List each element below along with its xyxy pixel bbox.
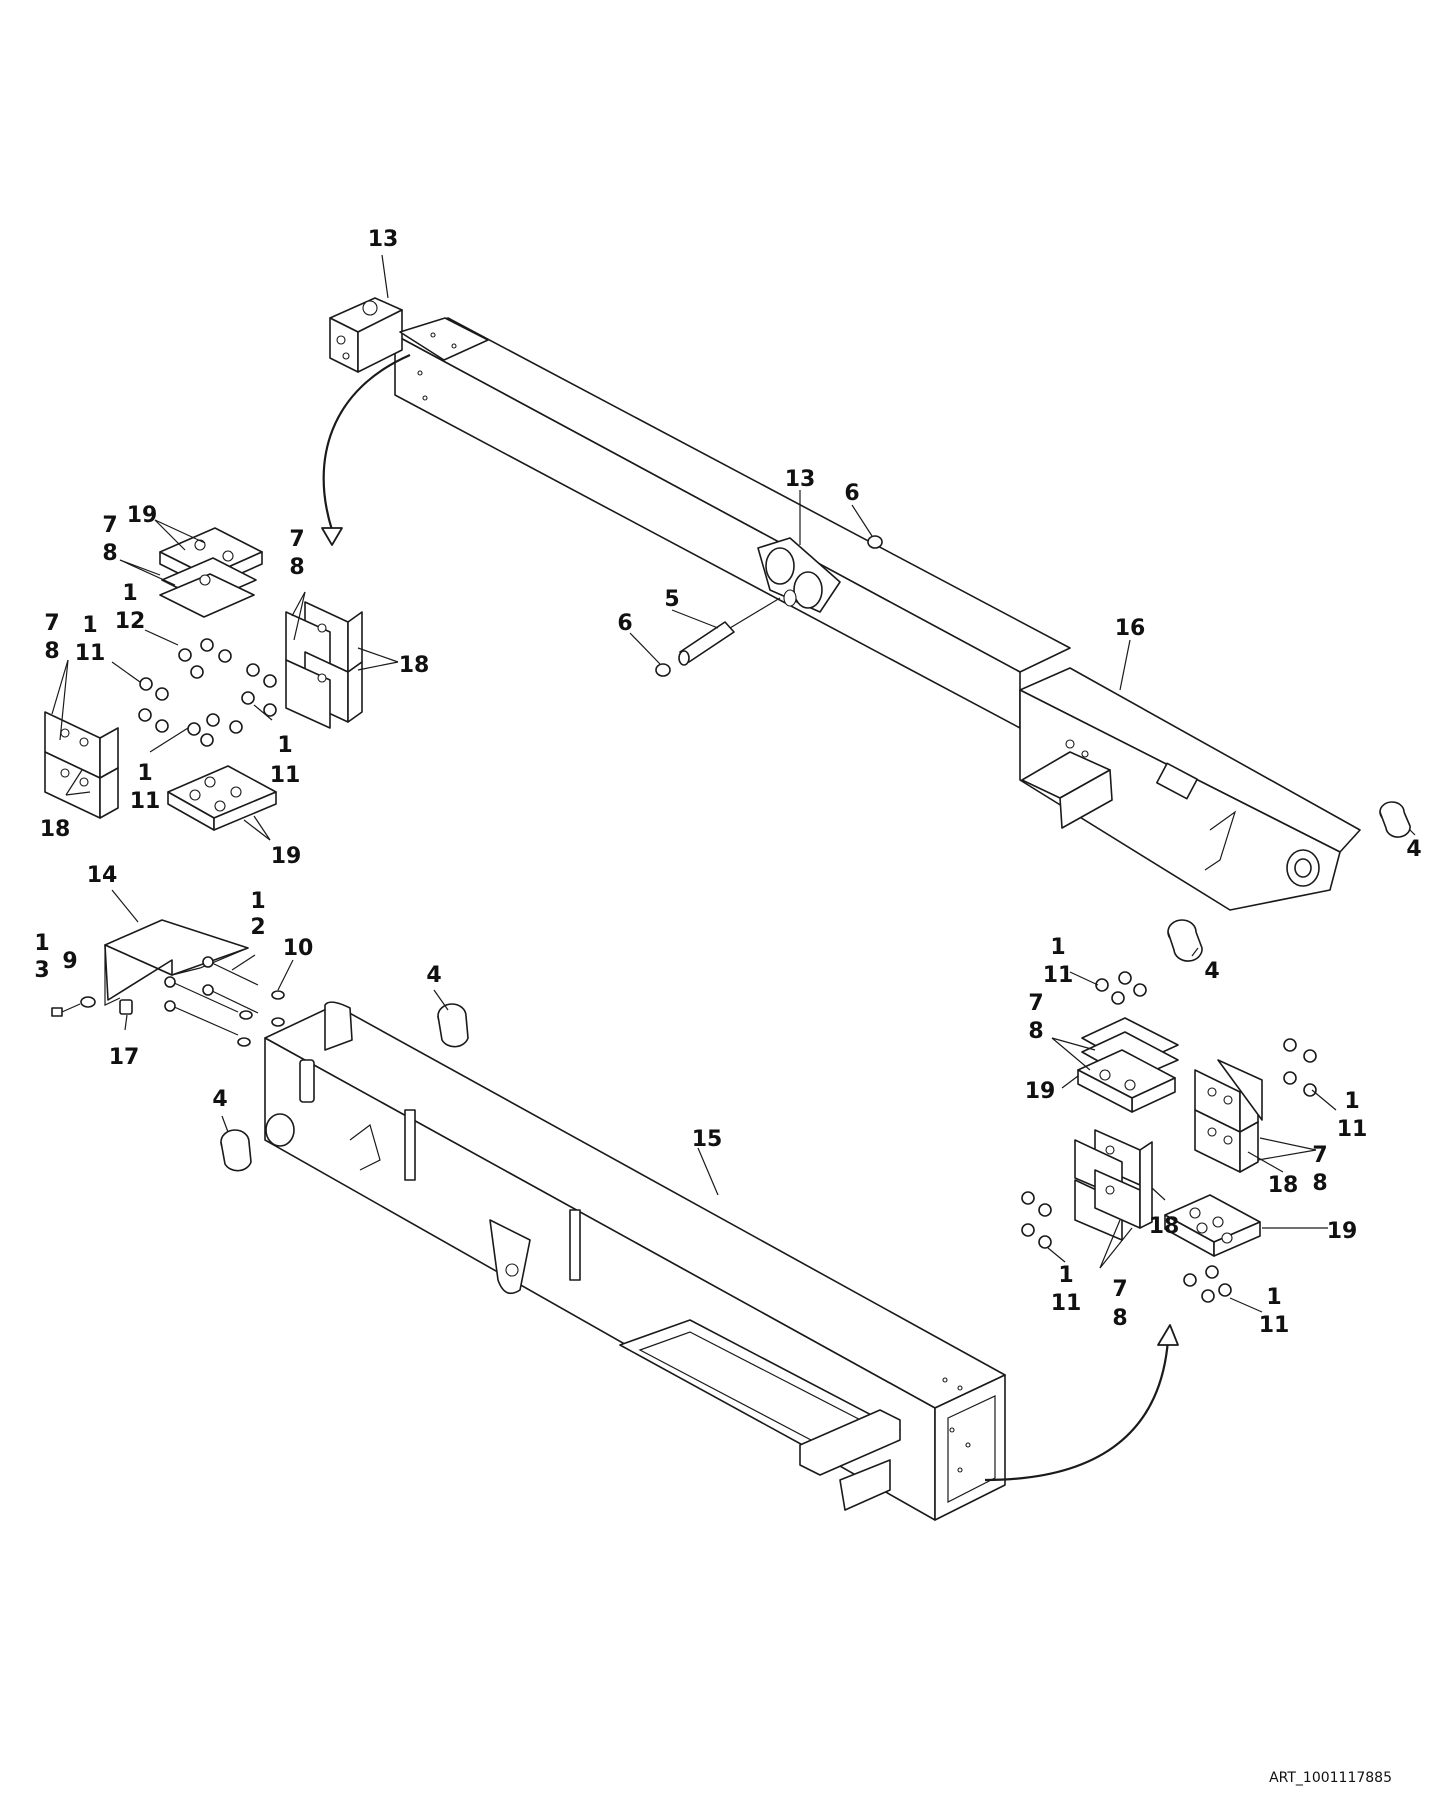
callout-ul-19a: 19 — [127, 503, 158, 528]
bushing-4c — [437, 1003, 469, 1048]
callout-ul-8a: 8 — [102, 541, 117, 566]
callout-ul-11d: 11 — [130, 789, 161, 814]
callout-ul-1b: 1 — [82, 613, 97, 638]
callout-ul-7b: 7 — [289, 527, 304, 552]
bushing-4d — [220, 1129, 252, 1172]
callout-4-boom: 4 — [426, 963, 441, 988]
lower-boom-section — [264, 1001, 1006, 1521]
curved-arrow-upper — [322, 353, 411, 531]
callout-ul-11c: 11 — [270, 763, 301, 788]
callout-ul-18a: 18 — [399, 653, 430, 678]
callout-ul-1c: 1 — [277, 733, 292, 758]
upper-boom-section — [329, 297, 1361, 911]
bolts-2 — [164, 956, 285, 1047]
callout-lr-18b: 18 — [1149, 1214, 1180, 1239]
callout-14: 14 — [87, 863, 118, 888]
retaining-ring-6a — [655, 663, 671, 677]
callout-15: 15 — [692, 1127, 723, 1152]
leader-lines — [51, 254, 1416, 1313]
callout-ul-1a: 1 — [122, 581, 137, 606]
callout-lr-7c: 7 — [1112, 1277, 1127, 1302]
callout-1-screw: 1 — [34, 931, 49, 956]
callout-ul-8b: 8 — [289, 555, 304, 580]
callout-ul-7c: 7 — [44, 611, 59, 636]
callout-lr-1a: 1 — [1050, 935, 1065, 960]
callout-10: 10 — [283, 936, 314, 961]
callout-4-right: 4 — [1406, 837, 1421, 862]
callout-5: 5 — [664, 587, 679, 612]
callout-9: 9 — [62, 949, 77, 974]
callout-ul-12: 12 — [115, 609, 146, 634]
callout-lr-18a: 18 — [1268, 1173, 1299, 1198]
callout-ul-8c: 8 — [44, 639, 59, 664]
callout-lr-11d: 11 — [1259, 1313, 1290, 1338]
callout-lr-19b: 19 — [1327, 1219, 1358, 1244]
callout-lr-8a: 8 — [1028, 1019, 1043, 1044]
callout-ul-1d: 1 — [137, 761, 152, 786]
callout-2: 2 — [250, 915, 265, 940]
callout-6-lower: 6 — [617, 611, 632, 636]
wear-pads-lower-right — [1074, 1017, 1263, 1257]
art-code: ART_1001117885 — [1269, 1770, 1392, 1786]
callout-lr-11b: 11 — [1337, 1117, 1368, 1142]
callout-16: 16 — [1115, 616, 1146, 641]
callout-lr-7a: 7 — [1028, 991, 1043, 1016]
callout-3: 3 — [34, 958, 49, 983]
wear-pads-upper-left — [44, 527, 363, 831]
callout-1-bolts: 1 — [250, 889, 265, 914]
guard-14 — [104, 919, 249, 1015]
callout-lr-11c: 11 — [1051, 1291, 1082, 1316]
bolts-lower-right — [1021, 971, 1317, 1303]
bolts-upper-left — [138, 638, 277, 747]
callout-ul-7a: 7 — [102, 513, 117, 538]
callout-lr-19a: 19 — [1025, 1079, 1056, 1104]
callout-4-left: 4 — [212, 1087, 227, 1112]
bushing-4a — [1379, 801, 1411, 838]
retaining-ring-6b — [867, 535, 883, 549]
callout-lr-1c: 1 — [1058, 1263, 1073, 1288]
callout-lr-11a: 11 — [1043, 963, 1074, 988]
callout-ul-19b: 19 — [271, 844, 302, 869]
callout-lr-8c: 8 — [1112, 1306, 1127, 1331]
callout-4-mid: 4 — [1204, 959, 1219, 984]
callout-lr-7b: 7 — [1312, 1143, 1327, 1168]
callout-13-pivot: 13 — [785, 467, 816, 492]
bushing-4b — [1167, 919, 1203, 962]
callout-6-upper: 6 — [844, 481, 859, 506]
callout-lr-1b: 1 — [1344, 1089, 1359, 1114]
callout-13-block: 13 — [368, 227, 399, 252]
callout-ul-11b: 11 — [75, 641, 106, 666]
callout-labels: 13 13 6 5 6 16 4 4 4 4 14 15 17 9 10 1 2… — [34, 227, 1421, 1338]
curved-arrow-lower — [984, 1339, 1170, 1482]
callout-lr-1d: 1 — [1266, 1285, 1281, 1310]
callout-17: 17 — [109, 1045, 140, 1070]
pin-5 — [678, 597, 781, 666]
callout-ul-18b: 18 — [40, 817, 71, 842]
callout-lr-8b: 8 — [1312, 1171, 1327, 1196]
bolt-3-washer-9 — [51, 996, 96, 1017]
